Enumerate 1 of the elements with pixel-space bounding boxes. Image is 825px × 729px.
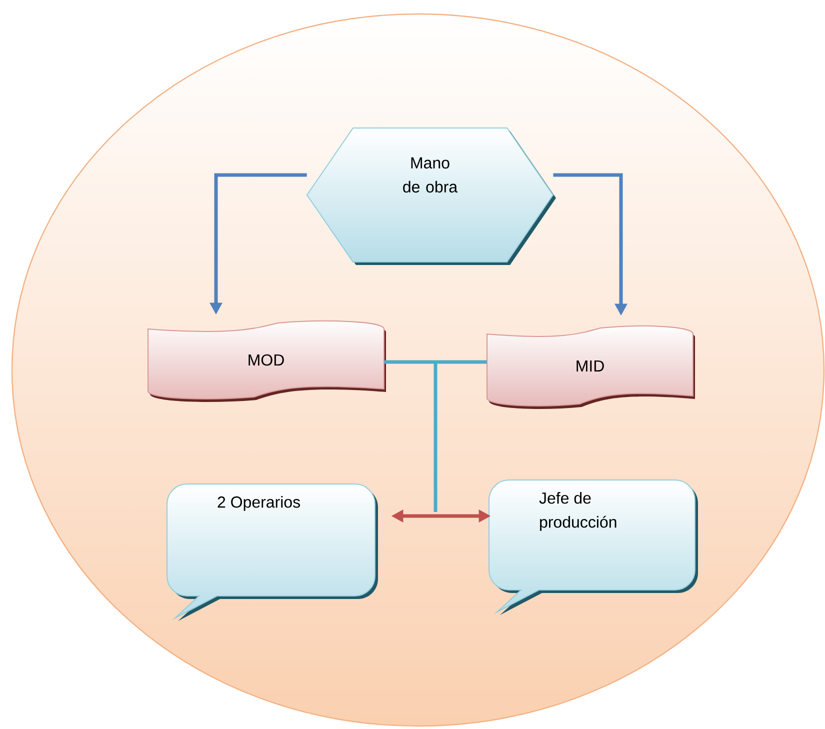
connector xyxy=(382,360,489,514)
